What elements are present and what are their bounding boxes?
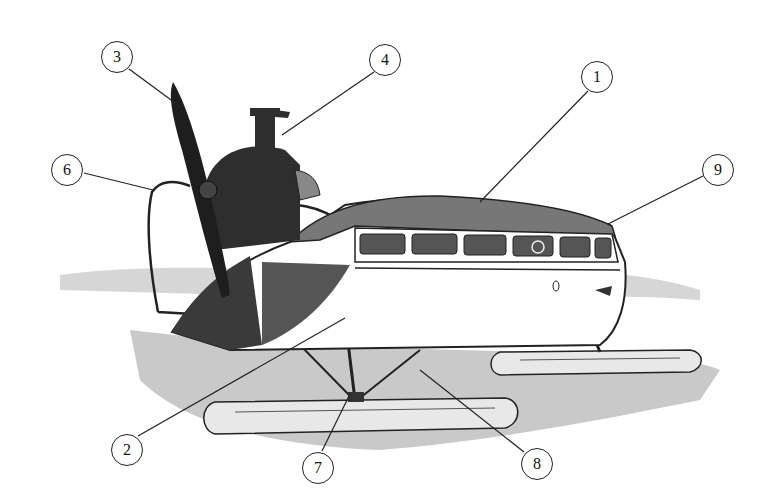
callout-circle: 6 [51, 154, 83, 186]
callout-number: 7 [314, 460, 322, 476]
callout-number: 6 [63, 162, 71, 178]
callout-number: 4 [381, 52, 389, 68]
callout-number: 3 [113, 49, 121, 65]
callout-number: 2 [123, 442, 131, 458]
callout-circle: 2 [111, 434, 143, 466]
callout-circle: 3 [101, 41, 133, 73]
callout-number: 9 [714, 162, 722, 178]
callout-number: 8 [533, 456, 541, 472]
callout-number: 1 [593, 69, 601, 85]
callout-circle: 1 [581, 61, 613, 93]
callout-circle: 7 [302, 452, 334, 484]
callout-circle: 9 [702, 154, 734, 186]
callout-circle: 8 [521, 448, 553, 480]
callout-circle: 4 [369, 44, 401, 76]
